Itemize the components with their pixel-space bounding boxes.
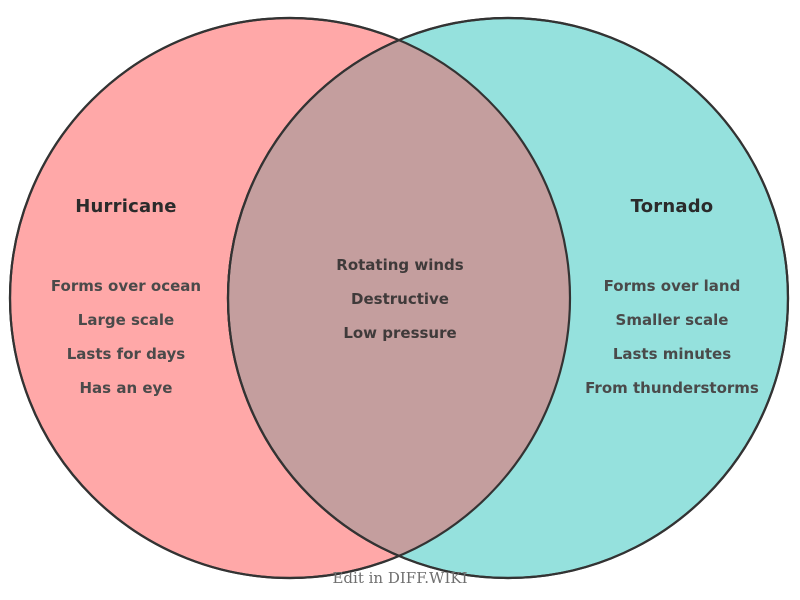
intersection-item-list: Rotating winds Destructive Low pressure — [290, 248, 510, 350]
list-item: Destructive — [351, 290, 449, 308]
list-item: Forms over ocean — [50, 277, 202, 295]
left-set-item-list: Forms over ocean Large scale Lasts for d… — [16, 269, 236, 405]
list-item: Forms over land — [603, 277, 741, 295]
right-set-group: Tornado Forms over land Smaller scale La… — [562, 196, 782, 405]
list-item: Low pressure — [343, 324, 457, 342]
intersection-group: Rotating winds Destructive Low pressure — [290, 248, 510, 350]
list-item: Large scale — [77, 311, 175, 329]
right-circle-outline — [226, 16, 790, 580]
list-item: Lasts for days — [66, 345, 186, 363]
right-set-item-list: Forms over land Smaller scale Lasts minu… — [562, 269, 782, 405]
list-item: Has an eye — [79, 379, 173, 397]
left-set-title: Hurricane — [75, 196, 177, 217]
left-circle-outline — [8, 16, 572, 580]
list-item: Smaller scale — [615, 311, 729, 329]
right-set-title: Tornado — [630, 196, 714, 217]
list-item: Rotating winds — [336, 256, 464, 274]
left-set-group: Hurricane Forms over ocean Large scale L… — [16, 196, 236, 405]
edit-watermark-link[interactable]: Edit in DIFF.WIKI — [332, 569, 468, 587]
list-item: Lasts minutes — [612, 345, 732, 363]
list-item: From thunderstorms — [585, 379, 759, 397]
